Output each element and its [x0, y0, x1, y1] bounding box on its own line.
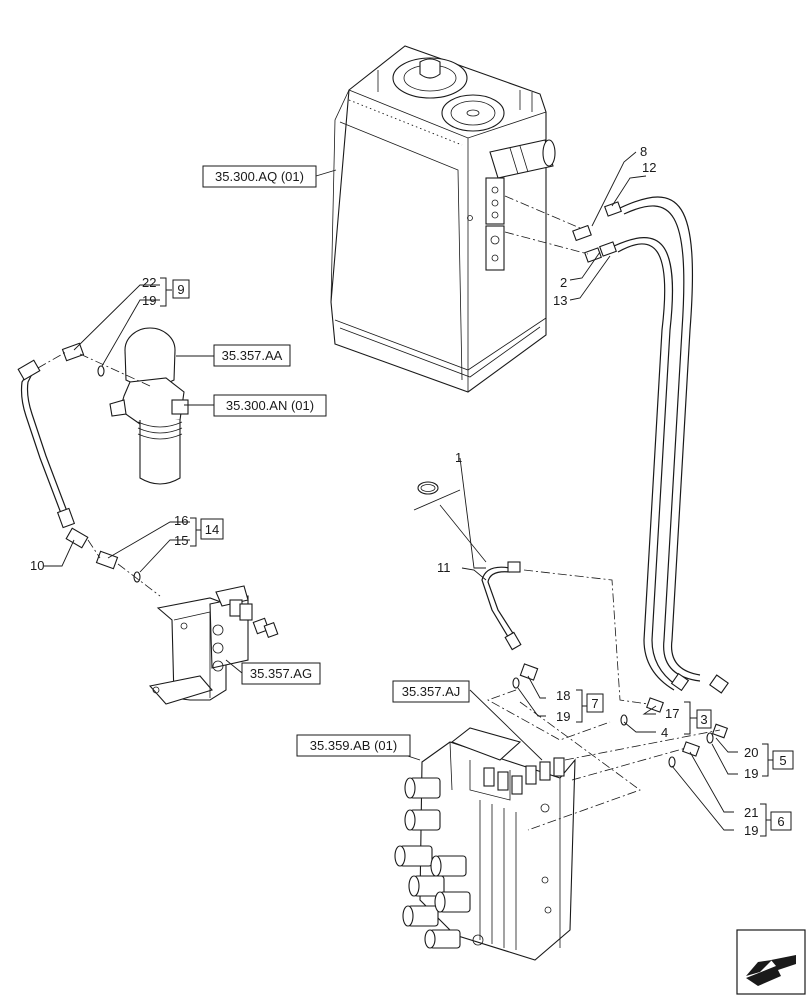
- reference-box-35-300-aq-01[interactable]: 35.300.AQ (01): [202, 165, 317, 188]
- leader-lines: [44, 151, 738, 831]
- arrow-back-icon[interactable]: [736, 929, 806, 995]
- kit-number: 5: [779, 753, 786, 768]
- callout-20: 20: [744, 745, 758, 760]
- accumulator-filter: [109, 327, 189, 485]
- flow-lines: [37, 195, 721, 831]
- kit-number: 6: [777, 814, 784, 829]
- callout-19: 19: [556, 709, 570, 724]
- reference-label: 35.357.AJ: [402, 684, 461, 699]
- callout-18: 18: [556, 688, 570, 703]
- kit-14[interactable]: 14: [190, 517, 224, 547]
- callout-19: 19: [142, 293, 156, 308]
- callout-13: 13: [553, 293, 567, 308]
- reference-box-35-357-aj[interactable]: 35.357.AJ: [392, 680, 470, 703]
- callout-8: 8: [640, 144, 647, 159]
- callout-22: 22: [142, 275, 156, 290]
- callout-2: 2: [560, 275, 567, 290]
- callout-19: 19: [744, 766, 758, 781]
- kit-number: 3: [700, 712, 707, 727]
- callout-15: 15: [174, 533, 188, 548]
- reference-label: 35.300.AQ (01): [215, 169, 304, 184]
- callout-17: 17: [665, 706, 679, 721]
- reference-label: 35.300.AN (01): [226, 398, 314, 413]
- reference-label: 35.357.AA: [222, 348, 283, 363]
- callout-12: 12: [642, 160, 656, 175]
- callout-11: 11: [437, 560, 451, 575]
- callout-21: 21: [744, 805, 758, 820]
- kit-5[interactable]: 5: [762, 743, 794, 777]
- callout-10: 10: [30, 558, 44, 573]
- callout-4: 4: [661, 725, 668, 740]
- solenoid-block: [148, 585, 279, 705]
- callout-16: 16: [174, 513, 188, 528]
- return-hoses: [572, 196, 729, 694]
- kit-3[interactable]: 3: [684, 701, 712, 735]
- reference-box-35-357-ag[interactable]: 35.357.AG: [241, 662, 321, 685]
- kit-number: 9: [177, 282, 184, 297]
- reference-label: 35.359.AB (01): [310, 738, 397, 753]
- kit-number: 7: [591, 696, 598, 711]
- reference-label: 35.357.AG: [250, 666, 312, 681]
- kit-7[interactable]: 7: [576, 689, 604, 723]
- reference-box-35-300-an-01[interactable]: 35.300.AN (01): [213, 394, 327, 417]
- callout-1: 1: [455, 450, 462, 465]
- reference-box-35-357-aa[interactable]: 35.357.AA: [213, 344, 291, 367]
- callouts: 1 2 4 8 10 11 12 13 15 16 17 18 19 19 19…: [30, 144, 758, 838]
- kit-9[interactable]: 9: [160, 277, 190, 307]
- reference-box-35-359-ab-01[interactable]: 35.359.AB (01): [296, 734, 411, 757]
- kit-number: 14: [205, 522, 219, 537]
- o-ring: [413, 481, 487, 563]
- pilot-hose: [17, 342, 141, 583]
- hydraulic-tank: [330, 45, 556, 393]
- kit-6[interactable]: 6: [760, 803, 792, 837]
- callout-19: 19: [744, 823, 758, 838]
- hose-11: [481, 561, 729, 768]
- control-valve: [394, 727, 576, 961]
